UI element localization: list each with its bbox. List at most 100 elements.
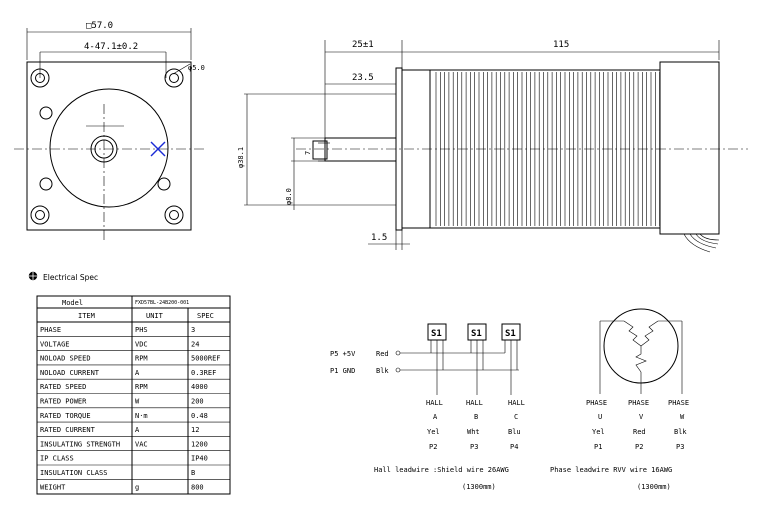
pilot-dia-label: φ38.1 (237, 147, 245, 168)
svg-text:Yel: Yel (427, 428, 440, 436)
spec-item: VOLTAGE (40, 340, 70, 348)
hole-dim-label: φ5.0 (188, 64, 205, 72)
bolt-hole (30, 68, 50, 88)
spec-unit: VAC (135, 440, 148, 448)
phase-labels: PHASE U Yel P1 PHASE V Red P2 PHASE W Bl… (586, 399, 689, 451)
shaft-total-label: 25±1 (352, 40, 374, 50)
hall-sensor-c: S1 (501, 323, 521, 395)
spec-unit: PHS (135, 326, 148, 334)
front-view: □57.0 4-47.1±0.2 φ5.0 (14, 21, 206, 240)
svg-text:PHASE: PHASE (668, 399, 689, 407)
spec-value: 200 (191, 398, 204, 406)
hall-wiring: P5 +5V Red P1 GND Blk S1 S1 S1 (330, 323, 525, 491)
svg-text:P3: P3 (676, 443, 684, 451)
spec-value: 24 (191, 340, 199, 348)
svg-text:A: A (433, 413, 438, 421)
rear-cap (659, 61, 720, 235)
power-line-label: P5 +5V (330, 350, 356, 358)
bolt-hole (164, 205, 184, 225)
gnd-line-label: P1 GND (330, 367, 355, 375)
svg-text:S1: S1 (505, 329, 516, 339)
spec-value: 0.3REF (191, 369, 216, 377)
hall-labels: HALL A Yel P2 HALL B Wht P3 HALL C Blu P… (426, 399, 525, 451)
bolt-hole (30, 205, 50, 225)
spec-value: 12 (191, 426, 199, 434)
spec-value: B (191, 469, 195, 477)
svg-text:P2: P2 (429, 443, 437, 451)
svg-text:W: W (680, 413, 685, 421)
phase-caption-length: (1300mm) (637, 483, 671, 491)
svg-text:U: U (598, 413, 602, 421)
spec-unit: A (135, 426, 140, 434)
spec-item: IP CLASS (40, 455, 74, 463)
svg-text:Yel: Yel (592, 428, 605, 436)
spec-item: INSULATION CLASS (40, 469, 107, 477)
spec-unit: W (135, 398, 140, 406)
svg-text:C: C (514, 413, 518, 421)
spec-item: PHASE (40, 326, 61, 334)
svg-text:P1: P1 (594, 443, 602, 451)
spec-value: 800 (191, 483, 204, 491)
side-view: 25±1 115 23.5 φ38.1 φ8.0 7 1.5 (237, 40, 748, 253)
model-label: Model (62, 299, 83, 307)
shaft (324, 137, 397, 162)
spec-unit: A (135, 369, 140, 377)
flat-dim-label: 7 (304, 151, 312, 155)
spec-item: RATED TORQUE (40, 412, 91, 420)
spec-item: RATED POWER (40, 398, 87, 406)
power-color-label: Red (376, 350, 389, 358)
spec-item: RATED CURRENT (40, 426, 96, 434)
col-spec: SPEC (197, 312, 214, 320)
mount-hole (157, 177, 171, 191)
spec-unit: RPM (135, 355, 148, 363)
spec-item: NOLOAD CURRENT (40, 369, 100, 377)
svg-text:V: V (639, 413, 644, 421)
svg-text:HALL: HALL (426, 399, 443, 407)
spec-table (36, 295, 231, 495)
col-unit: UNIT (146, 312, 164, 320)
hall-caption: Hall leadwire :Shield wire 26AWG (374, 466, 509, 474)
svg-text:Blk: Blk (674, 428, 687, 436)
spec-item: RATED SPEED (40, 383, 86, 391)
spec-value: 0.48 (191, 412, 208, 420)
svg-text:S1: S1 (471, 329, 482, 339)
svg-text:P4: P4 (510, 443, 518, 451)
terminal-icon (395, 367, 401, 373)
svg-text:B: B (474, 413, 478, 421)
svg-text:HALL: HALL (466, 399, 483, 407)
spec-section: Electrical Spec Model FXD57BL-24B200-001… (28, 271, 231, 495)
gnd-color-label: Blk (376, 367, 389, 375)
spec-unit: N·m (135, 412, 148, 420)
svg-text:Blu: Blu (508, 428, 521, 436)
spec-unit: RPM (135, 383, 148, 391)
spec-value: 5000REF (191, 355, 221, 363)
mount-hole (39, 177, 53, 191)
svg-text:P3: P3 (470, 443, 478, 451)
shaft-length-label: 23.5 (352, 73, 374, 83)
spec-item: WEIGHT (40, 483, 66, 491)
shaft-dia-label: φ8.0 (285, 188, 293, 205)
col-item: ITEM (78, 312, 95, 320)
bullet-icon (28, 271, 38, 281)
body-length-label: 115 (553, 40, 569, 50)
spec-value: 1200 (191, 440, 208, 448)
svg-text:HALL: HALL (508, 399, 525, 407)
hall-sensor-a: S1 (427, 323, 447, 395)
svg-text:Red: Red (633, 428, 646, 436)
bolt-hole (164, 68, 184, 88)
svg-text:PHASE: PHASE (628, 399, 649, 407)
svg-text:S1: S1 (431, 329, 442, 339)
svg-text:P2: P2 (635, 443, 643, 451)
spec-value: 4000 (191, 383, 208, 391)
spec-heading: Electrical Spec (43, 273, 98, 282)
spec-unit: VDC (135, 340, 148, 348)
center-mark-icon (150, 141, 166, 157)
square-dim-label: □57.0 (86, 21, 113, 31)
spec-item: INSULATING STRENGTH (40, 440, 120, 448)
spec-unit: g (135, 483, 139, 491)
phase-caption: Phase leadwire RVV wire 16AWG (550, 466, 672, 474)
flange-thickness-label: 1.5 (371, 233, 387, 243)
flange-square (26, 61, 192, 231)
